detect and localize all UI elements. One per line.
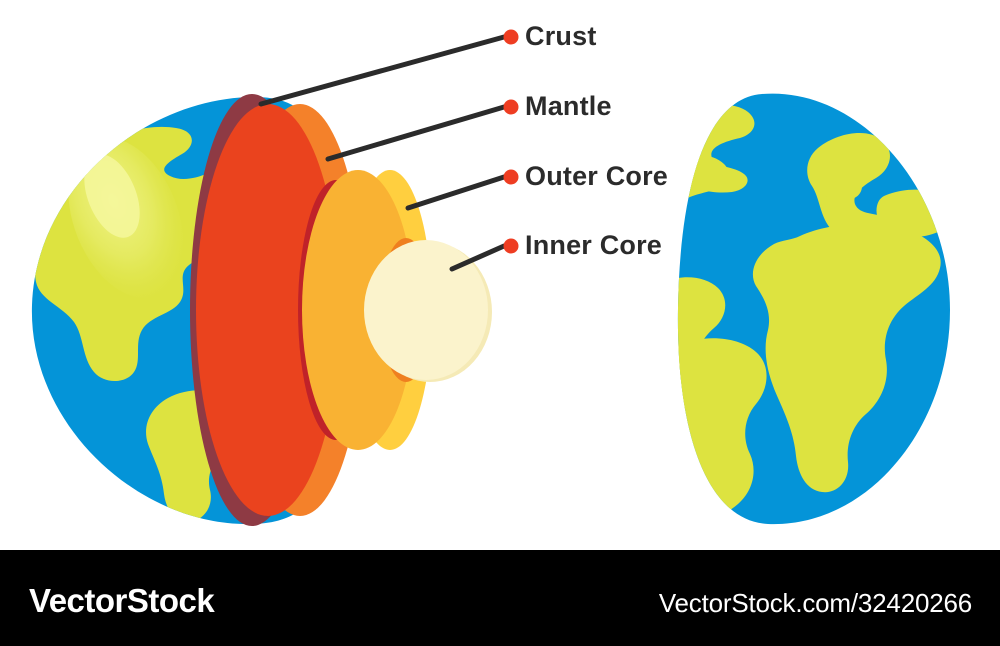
artboard: Crust Mantle Outer Core Inner Core <box>31 21 950 526</box>
hemisphere-british-isles <box>834 175 862 200</box>
hemisphere-iceland <box>818 178 838 197</box>
leader-dot-outer-core <box>503 169 519 185</box>
label-outer-core: Outer Core <box>525 161 669 191</box>
outer-core-layer <box>302 170 414 450</box>
watermark-brand: VectorStock <box>29 582 215 619</box>
leader-line-mantle <box>325 104 507 162</box>
mantle-layer <box>196 104 340 516</box>
label-inner-core: Inner Core <box>525 230 663 260</box>
hemisphere-mediterranean-coast <box>876 189 950 237</box>
leader-dot-mantle <box>503 99 519 115</box>
leader-dot-inner-core <box>503 238 519 254</box>
hemisphere-africa <box>752 223 941 493</box>
label-crust: Crust <box>525 21 597 51</box>
earth-structure-graphic <box>31 29 950 526</box>
leader-dot-crust <box>503 29 519 45</box>
leader-line-crust <box>258 34 507 107</box>
leader-line-outer-core <box>405 174 507 211</box>
inner-core-layer <box>364 240 488 380</box>
leader-dots-group <box>503 29 519 254</box>
leader-line-inner-core <box>449 243 507 272</box>
label-mantle: Mantle <box>525 91 612 121</box>
solid-hemisphere <box>677 93 950 525</box>
cutaway-globe <box>31 94 492 526</box>
globe-gloss-core <box>84 154 140 238</box>
leader-lines-group <box>258 34 507 272</box>
watermark-footer-bar <box>0 550 1000 646</box>
watermark-url: VectorStock.com/32420266 <box>658 588 972 618</box>
